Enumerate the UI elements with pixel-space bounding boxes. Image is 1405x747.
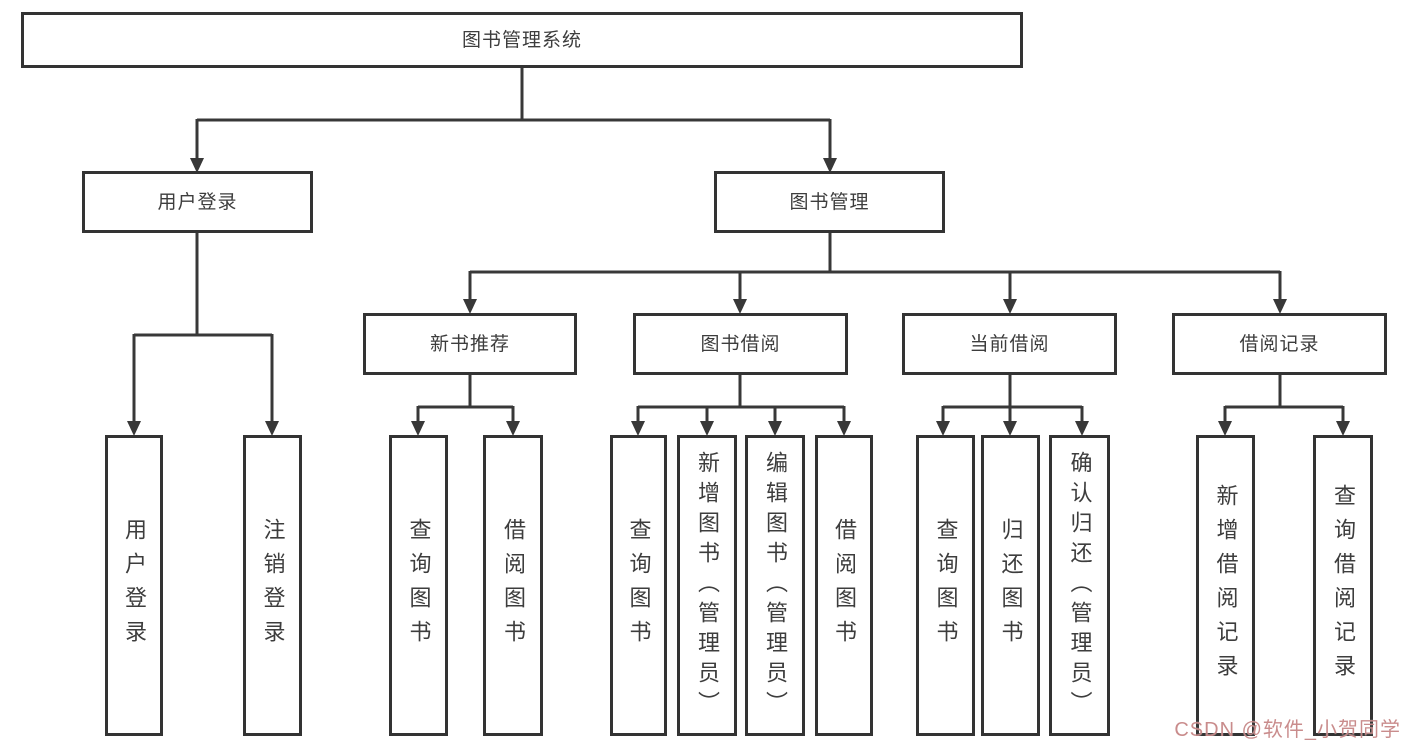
- leaf-edit-book-admin: 编辑图书（管理员）: [745, 435, 805, 736]
- leaf-add-book-admin: 新增图书（管理员）: [677, 435, 737, 736]
- leaf-confirm-return-admin: 确认归还（管理员）: [1049, 435, 1110, 736]
- leaf-return-book: 归还图书: [981, 435, 1040, 736]
- leaf-logout: 注销登录: [243, 435, 302, 736]
- node-borrow-records: 借阅记录: [1172, 313, 1387, 375]
- leaf-query-books-current: 查询图书: [916, 435, 975, 736]
- leaf-query-books-borrow: 查询图书: [610, 435, 667, 736]
- leaf-query-books-recommend: 查询图书: [389, 435, 448, 736]
- node-root: 图书管理系统: [21, 12, 1023, 68]
- leaf-add-borrow-record: 新增借阅记录: [1196, 435, 1255, 736]
- node-current-borrowing: 当前借阅: [902, 313, 1117, 375]
- csdn-watermark: CSDN @软件_小贺同学: [1174, 719, 1401, 741]
- node-new-book-recommend: 新书推荐: [363, 313, 577, 375]
- leaf-query-borrow-record: 查询借阅记录: [1313, 435, 1373, 736]
- node-book-borrowing: 图书借阅: [633, 313, 848, 375]
- leaf-borrow-books-recommend: 借阅图书: [483, 435, 543, 736]
- leaf-borrow-books: 借阅图书: [815, 435, 873, 736]
- node-book-management: 图书管理: [714, 171, 945, 233]
- node-user-login: 用户登录: [82, 171, 313, 233]
- leaf-user-login: 用户登录: [105, 435, 163, 736]
